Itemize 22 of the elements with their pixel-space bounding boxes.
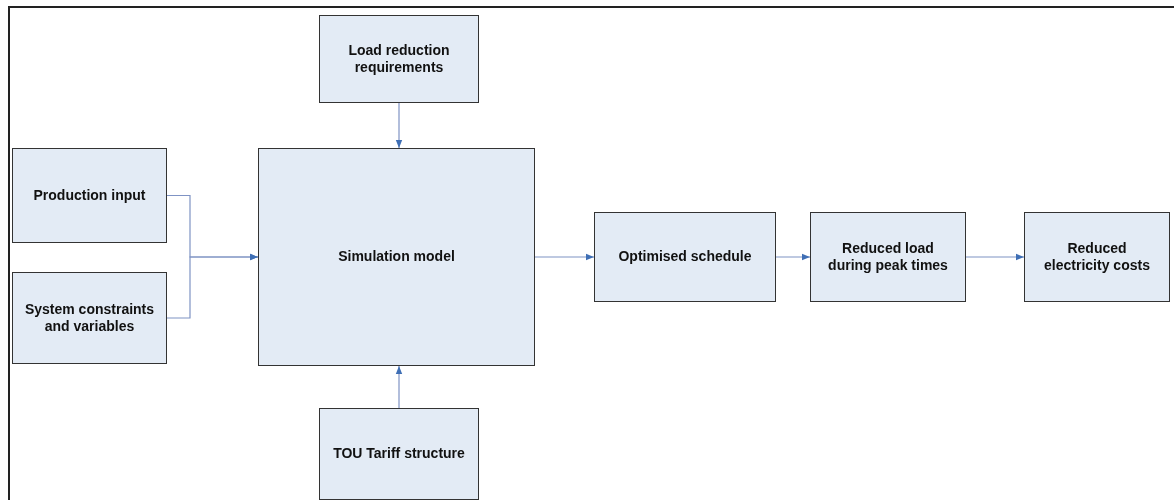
process-box [810,212,966,302]
box-label: Optimised schedule [618,248,752,266]
process-box [1024,212,1170,302]
arrow [395,365,403,409]
box-label: Simulation model [338,248,455,266]
arrow [534,253,595,261]
box-label: System constraints and variables [23,300,156,336]
process-box [258,148,535,366]
arrow [395,102,403,149]
box-label: TOU Tariff structure [333,445,465,463]
box-label: Load reduction requirements [347,41,451,77]
process-box [319,15,479,103]
arrow [775,253,811,261]
process-box [12,148,167,243]
process-box [12,272,167,364]
process-box [319,408,479,500]
box-label: Production input [33,186,146,205]
box-label: Reduced electricity costs [1043,239,1151,275]
arrow [965,253,1025,261]
arrow [166,253,259,319]
process-box [594,212,776,302]
box-label: Reduced load during peak times [827,239,949,275]
